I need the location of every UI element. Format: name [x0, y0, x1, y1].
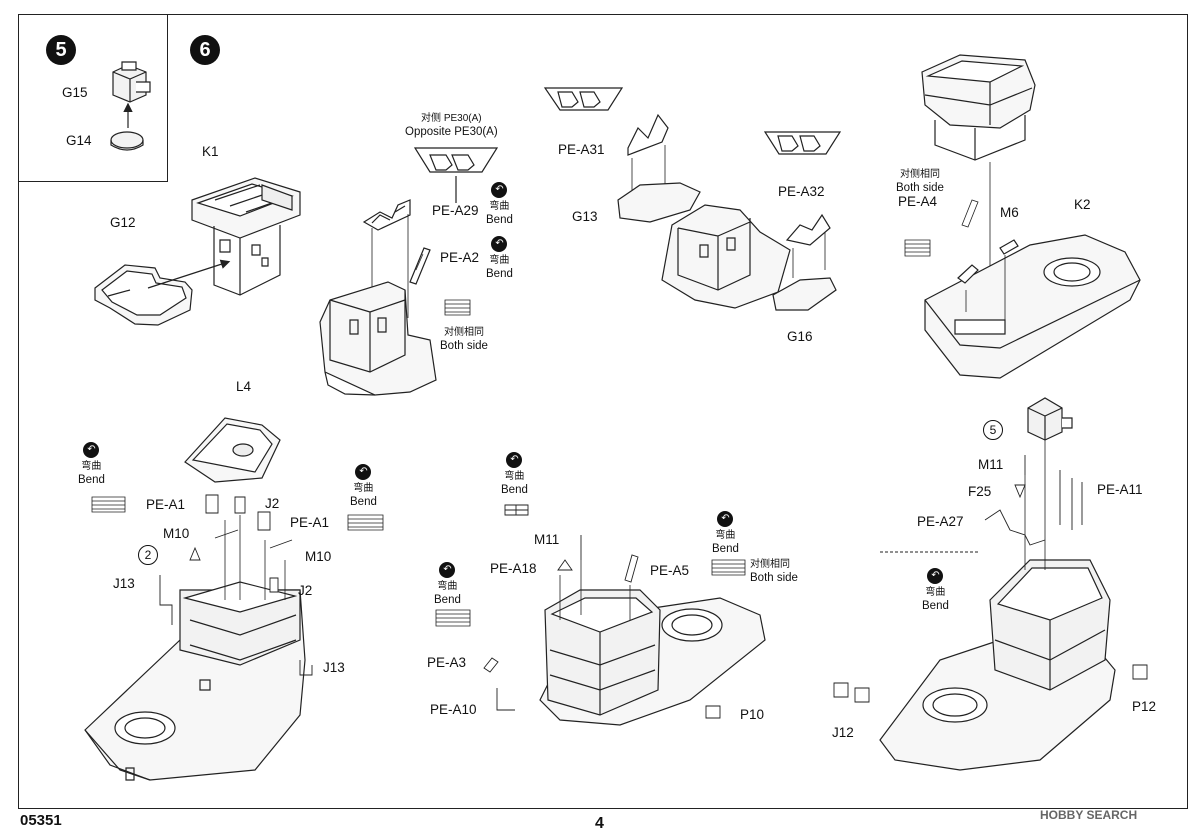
bend-icon: ↶ [491, 182, 508, 198]
label-l4: L4 [236, 379, 252, 394]
ref-step-2: 2 [138, 545, 158, 565]
etch-samples-b1 [92, 497, 383, 530]
label-p12: P12 [1132, 699, 1157, 714]
part-pe-a2-drawing [410, 248, 430, 284]
part-l4-drawing [185, 418, 280, 482]
label-m11-b3: M11 [978, 457, 1004, 472]
label-j13-right: J13 [323, 660, 345, 675]
part-g13-drawing [618, 183, 700, 222]
part-m6-drawing [958, 240, 1018, 283]
bend-icon: ↶ [355, 464, 372, 480]
label-pe-a5: PE-A5 [650, 563, 690, 578]
label-g12: G12 [110, 215, 136, 230]
label-j13-left: J13 [113, 576, 135, 591]
label-pe-a3: PE-A3 [427, 655, 467, 670]
part-k1-drawing [192, 178, 300, 295]
label-g15: G15 [62, 85, 88, 100]
part-k2-drawing [925, 235, 1140, 378]
bend-icon: ↶ [439, 562, 456, 578]
label-m11-b2: M11 [534, 532, 560, 547]
page-number: 4 [595, 815, 604, 832]
label-pe-a1-right: PE-A1 [290, 515, 330, 530]
label-f25: F25 [968, 484, 992, 499]
label-pe-a31: PE-A31 [558, 142, 605, 157]
label-j2-bottom: J2 [298, 583, 313, 598]
label-pe-a1-left: PE-A1 [146, 497, 186, 512]
label-pe-a29: PE-A29 [432, 203, 479, 218]
part-turret-5-drawing [1028, 398, 1072, 440]
bend-icon: ↶ [491, 236, 508, 252]
label-pe-a11: PE-A11 [1097, 482, 1143, 497]
step-5-badge: 5 [46, 35, 76, 65]
watermark: HOBBY SEARCH [1040, 808, 1137, 822]
part-g15-drawing [113, 62, 150, 102]
kit-code: 05351 [20, 812, 62, 829]
part-pe-a31-sheet-drawing [545, 88, 622, 110]
part-g14-drawing [111, 132, 143, 150]
part-g12-drawing [95, 265, 192, 325]
part-b1-hull-drawing [85, 582, 305, 780]
etch-samples-b2 [436, 560, 745, 626]
part-b2-hull-drawing [540, 590, 765, 725]
b1-small-parts [160, 495, 312, 675]
label-g13: G13 [572, 209, 598, 224]
part-a4-bridge-drawing [922, 55, 1035, 160]
label-pe-a10: PE-A10 [430, 702, 477, 717]
label-g16: G16 [787, 329, 813, 344]
label-pe-a27: PE-A27 [917, 514, 964, 529]
label-m6: M6 [1000, 205, 1019, 220]
part-b3-hull-drawing [880, 560, 1115, 770]
bend-icon: ↶ [717, 511, 734, 527]
pe-a2-etch-sample [445, 300, 470, 315]
part-pe-a32-drawing [787, 215, 830, 245]
note-opposite-pe30: 对侧 PE30(A)Opposite PE30(A) [405, 113, 498, 138]
part-g16-drawing [773, 278, 836, 310]
label-pe-a18: PE-A18 [490, 561, 537, 576]
label-k2: K2 [1074, 197, 1091, 212]
bend-icon: ↶ [83, 442, 100, 458]
label-j2-top: J2 [265, 496, 280, 511]
instruction-frame [18, 14, 1188, 809]
part-pe-a29-drawing [364, 200, 410, 230]
ref-step-5: 5 [983, 420, 1003, 440]
part-a3-hull-drawing [662, 205, 790, 308]
bend-icon: ↶ [927, 568, 944, 584]
step-6-badge: 6 [190, 35, 220, 65]
label-k1: K1 [202, 144, 219, 159]
b3-small-parts [834, 455, 1147, 702]
label-m10-right: M10 [305, 549, 332, 564]
label-pe-a4: PE-A4 [898, 194, 938, 209]
part-a2-hull-drawing [320, 282, 436, 395]
part-pe-a31-drawing [628, 115, 668, 155]
label-g14: G14 [66, 133, 92, 148]
watermark-text: HOBBY SEARCH [1040, 808, 1138, 822]
part-pe-a32-sheet-drawing [765, 132, 840, 154]
label-pe-a32: PE-A32 [778, 184, 825, 199]
label-p10: P10 [740, 707, 765, 722]
bend-icon: ↶ [506, 452, 523, 468]
part-pe30-opposite-drawing [415, 148, 497, 172]
b2-small-parts [484, 505, 720, 718]
part-pe-a4-drawing [905, 200, 978, 256]
label-m10-left: M10 [163, 526, 190, 541]
label-pe-a2: PE-A2 [440, 250, 480, 265]
label-j12: J12 [832, 725, 854, 740]
substep-5-box [18, 14, 168, 182]
